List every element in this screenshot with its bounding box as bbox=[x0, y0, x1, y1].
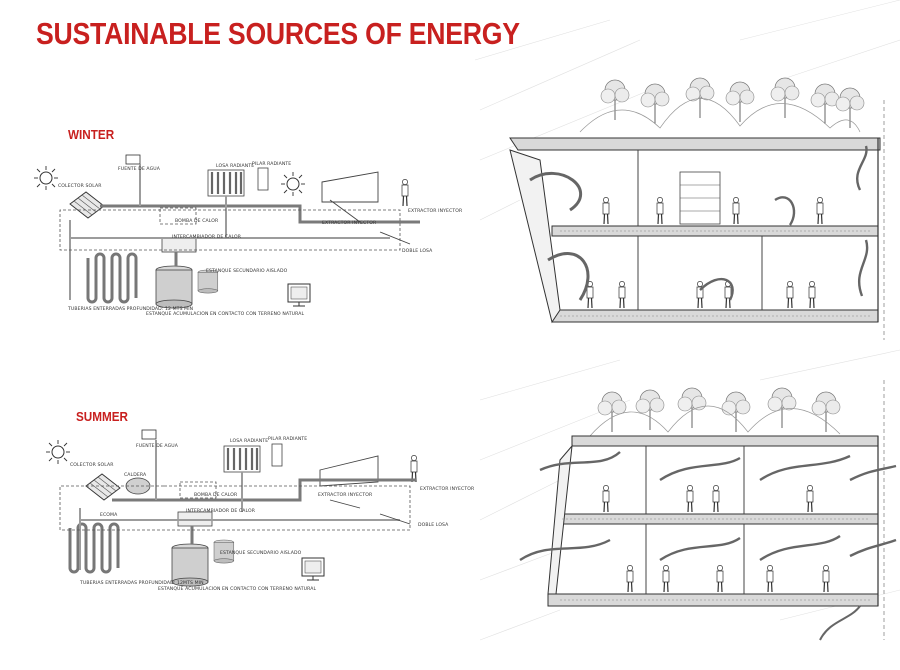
label-heat-pump: BOMBA DE CALOR bbox=[194, 492, 238, 498]
storage-tank-icon bbox=[171, 543, 209, 587]
summer-heading: SUMMER bbox=[76, 409, 129, 424]
label-heat-exchanger: INTERCAMBIADOR DE CALOR bbox=[172, 234, 242, 240]
winter-building-section bbox=[474, 0, 900, 340]
label-radiant-slab: LOSA RADIANTE bbox=[230, 438, 268, 444]
buried-pipes-icon bbox=[86, 252, 138, 304]
label-solar-collector: COLECTOR SOLAR bbox=[58, 183, 102, 189]
radiator-column-icon bbox=[271, 443, 283, 467]
label-radiator: PILAR RADIANTE bbox=[252, 161, 291, 167]
sun-icon bbox=[33, 165, 59, 191]
label-extractor-injector: EXTRACTOR INYECTOR bbox=[322, 220, 377, 226]
label-storage-tank: ESTANQUE ACUMULACION EN CONTACTO CON TER… bbox=[146, 311, 304, 317]
winter-diagram: COLECTOR SOLAR FUENTE DE AGUA LOSA RADIA… bbox=[33, 154, 463, 317]
radiant-slab-icon bbox=[206, 168, 246, 198]
label-extractor-injector-2: EXTRACTOR INYECTOR bbox=[408, 208, 463, 214]
monitor-icon bbox=[287, 283, 311, 307]
solar-panel-icon bbox=[85, 473, 121, 501]
radiant-slab-icon bbox=[222, 444, 262, 474]
label-buried-pipes: TUBERIAS ENTERRADAS PROFUNDIDAD: 12MTS M… bbox=[79, 580, 204, 586]
label-solar-collector: COLECTOR SOLAR bbox=[70, 462, 114, 468]
label-heat-exchanger: INTERCAMBIADOR DE CALOR bbox=[186, 508, 256, 514]
person-icon bbox=[401, 178, 409, 207]
label-heat-pump: BOMBA DE CALOR bbox=[175, 218, 219, 224]
storage-tank-icon bbox=[155, 265, 193, 309]
water-source-icon bbox=[141, 429, 157, 440]
label-extractor-injector: EXTRACTOR INYECTOR bbox=[318, 492, 373, 498]
person-icon bbox=[410, 454, 418, 483]
label-buried-pipes: TUBERIAS ENTERRADAS PROFUNDIDAD: 12 MTS … bbox=[67, 306, 193, 312]
label-ecoma: ECOMA bbox=[100, 512, 118, 518]
summer-building-section bbox=[479, 349, 900, 641]
monitor-icon bbox=[301, 557, 325, 581]
solar-panel-icon bbox=[69, 191, 105, 219]
label-double-slab: DOBLE LOSA bbox=[418, 522, 449, 528]
page-title: SUSTAINABLE SOURCES OF ENERGY bbox=[36, 16, 520, 51]
label-double-slab: DOBLE LOSA bbox=[402, 248, 433, 254]
label-secondary-tank: ESTANQUE SECUNDARIO AISLADO bbox=[220, 550, 302, 556]
buried-pipes-icon bbox=[68, 522, 120, 574]
summer-diagram: COLECTOR SOLAR FUENTE DE AGUA LOSA RADIA… bbox=[45, 429, 475, 592]
label-extractor-injector-2: EXTRACTOR INYECTOR bbox=[420, 486, 475, 492]
building-section-icon bbox=[321, 171, 379, 203]
radiator-column-icon bbox=[257, 167, 269, 191]
sun-icon bbox=[280, 171, 306, 197]
label-water-source: FUENTE DE AGUA bbox=[136, 443, 179, 449]
winter-heading: WINTER bbox=[68, 127, 115, 142]
label-radiant-slab: LOSA RADIANTE bbox=[216, 163, 254, 169]
water-source-icon bbox=[125, 154, 141, 165]
label-storage-tank: ESTANQUE ACUMULACION EN CONTACTO CON TER… bbox=[158, 586, 316, 592]
label-water-source: FUENTE DE AGUA bbox=[118, 166, 161, 172]
label-boiler: CALDERA bbox=[124, 472, 147, 478]
label-radiator: PILAR RADIANTE bbox=[268, 436, 307, 442]
label-secondary-tank: ESTANQUE SECUNDARIO AISLADO bbox=[206, 268, 288, 274]
sun-icon bbox=[45, 439, 71, 465]
